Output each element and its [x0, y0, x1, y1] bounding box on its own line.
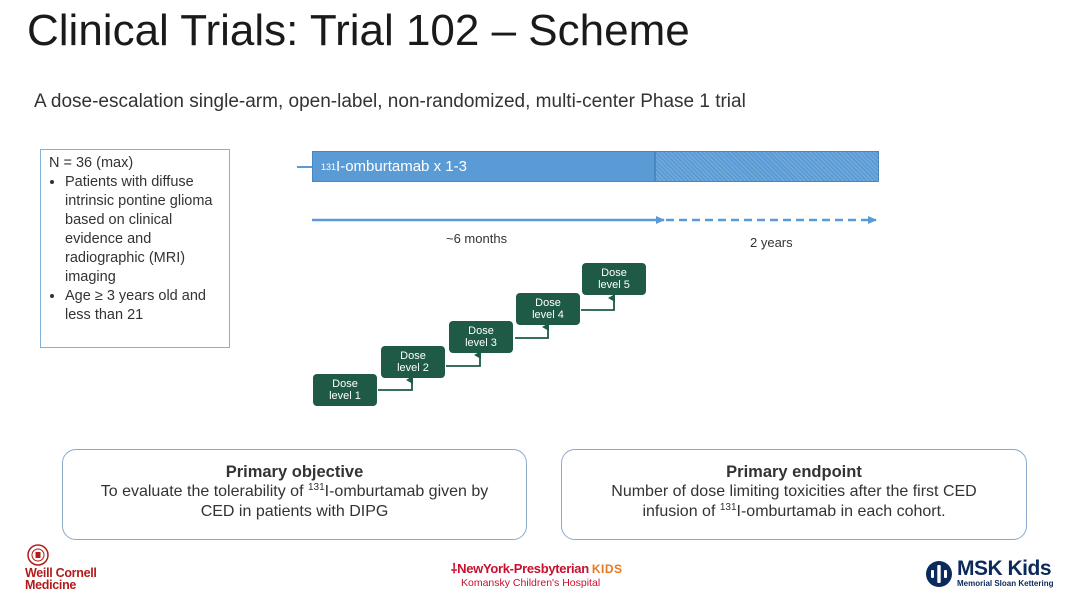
dose-level-label: level 5	[598, 279, 630, 291]
dose-label: Dose	[601, 267, 627, 279]
dose-label: Dose	[535, 297, 561, 309]
logo-text: Memorial Sloan Kettering	[957, 579, 1054, 588]
objective-line-2: CED in patients with DIPG	[200, 503, 389, 520]
subtitle: A dose-escalation single-arm, open-label…	[34, 91, 746, 112]
primary-objective-box: Primary objective To evaluate the tolera…	[62, 449, 527, 540]
dose-level-label: level 4	[532, 309, 564, 321]
logo-text: Komansky Children's Hospital	[461, 577, 601, 589]
dose-level-label: level 2	[397, 362, 429, 374]
dose-level-label: level 1	[329, 390, 361, 402]
dose-level-label: level 3	[465, 337, 497, 349]
objective-line-1: To evaluate the tolerability of 131I-omb…	[63, 482, 526, 502]
dose-label: Dose	[332, 378, 358, 390]
endpoint-text: I-omburtamab in each cohort.	[736, 503, 946, 520]
logo-text: Weill Cornell	[25, 566, 97, 580]
dose-label: Dose	[468, 325, 494, 337]
weill-cornell-wordmark: Weill Cornell Medicine	[25, 566, 97, 592]
step-connector	[515, 323, 549, 339]
bar-lead-line	[297, 166, 312, 168]
logo-text: MSK Kids	[957, 557, 1052, 580]
phase1-duration-label: ~6 months	[446, 231, 508, 246]
endpoint-text: infusion of	[642, 503, 720, 520]
isotope-superscript: 131	[307, 482, 325, 493]
logo-text: KIDS	[591, 562, 623, 576]
msk-emblem-icon	[926, 560, 952, 587]
step-connector	[378, 376, 413, 391]
page-title: Clinical Trials: Trial 102 – Scheme	[27, 6, 690, 55]
weill-cornell-logo: Weill Cornell Medicine	[25, 544, 97, 591]
isotope-superscript: 131	[719, 502, 737, 513]
endpoint-heading: Primary endpoint	[726, 463, 862, 481]
objective-heading: Primary objective	[225, 463, 364, 481]
step-connector	[446, 351, 481, 367]
objective-text: To evaluate the tolerability of	[100, 483, 308, 500]
treatment-label: I-omburtamab x 1-3	[336, 158, 467, 175]
objective-text: I-omburtamab given by	[324, 483, 489, 500]
primary-endpoint-box: Primary endpoint Number of dose limiting…	[561, 449, 1027, 540]
logo-text: Medicine	[25, 578, 77, 592]
phase2-duration-label: 2 years	[750, 235, 793, 250]
endpoint-line-2: infusion of 131I-omburtamab in each coho…	[562, 502, 1026, 522]
criteria-item: Age ≥ 3 years old and less than 21	[65, 287, 223, 325]
criteria-list: Patients with diffuse intrinsic pontine …	[49, 173, 223, 325]
step-connector	[581, 294, 615, 311]
msk-kids-logo: MSK Kids Memorial Sloan Kettering	[925, 558, 1053, 589]
endpoint-line-1: Number of dose limiting toxicities after…	[611, 483, 977, 500]
nyp-cross-icon: ⸸	[451, 561, 458, 576]
dose-label: Dose	[400, 350, 426, 362]
criteria-item: Patients with diffuse intrinsic pontine …	[65, 173, 223, 287]
n-label: N = 36 (max)	[49, 155, 134, 171]
follow-up-bar	[655, 151, 879, 182]
logo-text: NewYork-Presbyterian	[457, 561, 589, 576]
nyp-kids-logo: ⸸ NewYork-Presbyterian KIDS Komansky Chi…	[451, 559, 623, 589]
isotope-superscript: 131	[321, 161, 337, 172]
population-box: N = 36 (max) Patients with diffuse intri…	[40, 149, 230, 348]
weill-cornell-seal-icon	[27, 544, 49, 566]
